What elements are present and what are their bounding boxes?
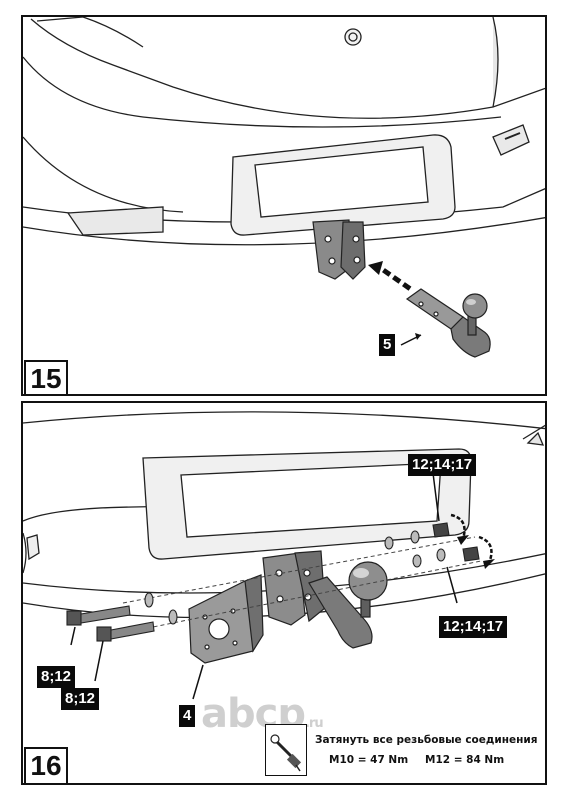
torque-note-title: Затянуть все резьбовые соединения xyxy=(315,734,538,746)
wrench-label-bolt-bottom: 8;12 xyxy=(61,688,100,710)
step-15-illustration xyxy=(23,17,545,358)
torque-wrench-box xyxy=(265,724,307,776)
wrench-label-nuts-top: 12;14;17 xyxy=(408,454,477,476)
torque-wrench-icon xyxy=(270,734,302,772)
step-16-panel: abcp.ru 12;14;17 12;14;17 8;12 8;12 4 За… xyxy=(21,401,547,785)
wrench-label-bolt-top: 8;12 xyxy=(37,666,76,688)
part-label-5: 5 xyxy=(379,334,396,356)
step-15-panel: 5 15 xyxy=(21,15,547,396)
watermark: abcp.ru xyxy=(201,691,324,737)
step-number-16: 16 xyxy=(24,747,68,783)
wrench-label-nuts-bottom: 12;14;17 xyxy=(439,616,508,638)
watermark-suffix: .ru xyxy=(304,716,324,731)
step-number-15: 15 xyxy=(24,360,68,394)
step-16-illustration xyxy=(23,411,545,700)
torque-note-m12: M12 = 84 Nm xyxy=(425,754,505,766)
torque-note-m10: M10 = 47 Nm xyxy=(329,754,409,766)
part-label-4: 4 xyxy=(179,705,196,727)
